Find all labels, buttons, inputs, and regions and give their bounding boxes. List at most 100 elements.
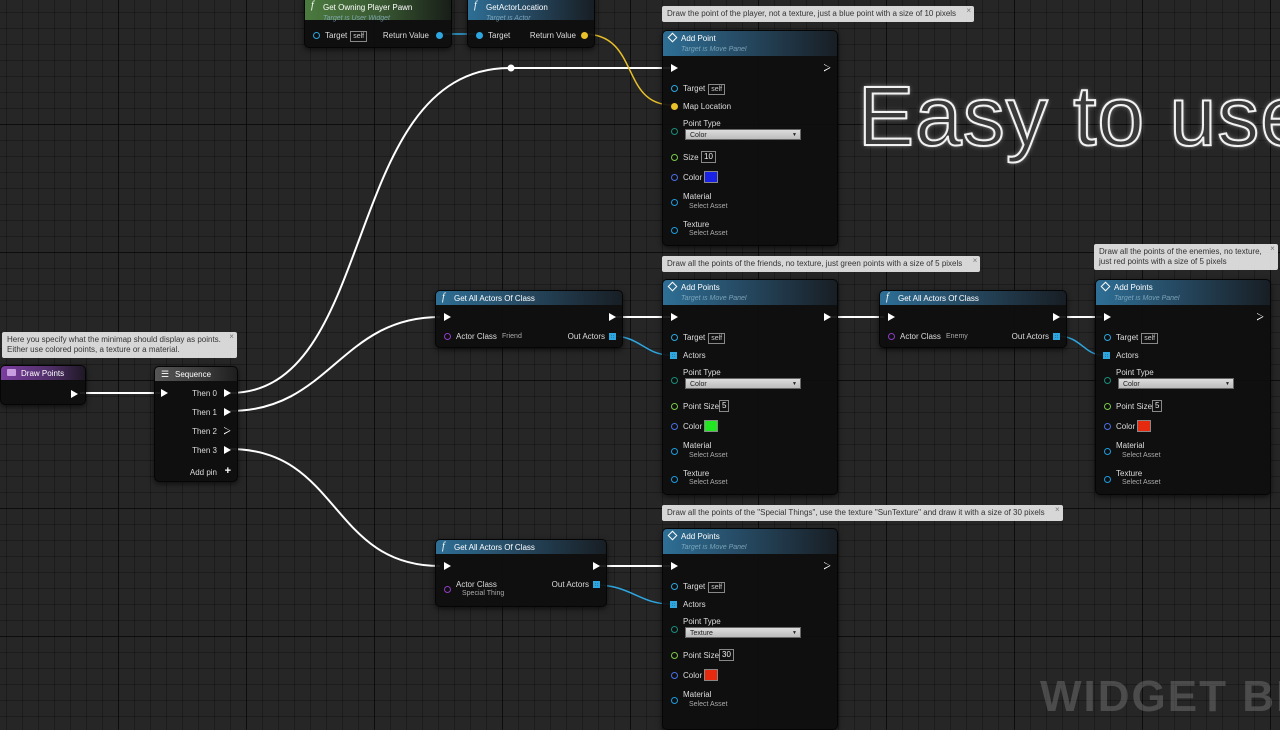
map-location-pin[interactable] (671, 103, 678, 110)
return-value-pin[interactable] (436, 32, 443, 39)
point-type-pin[interactable] (671, 128, 678, 135)
target-pin[interactable] (671, 85, 678, 92)
material-asset-picker[interactable]: Select Asset (1122, 452, 1161, 459)
target-pin[interactable] (671, 334, 678, 341)
texture-pin[interactable] (671, 227, 678, 234)
exec-out-pin[interactable] (609, 313, 616, 321)
comment-friends[interactable]: Draw all the points of the friends, no t… (662, 256, 981, 272)
then2-pin[interactable] (224, 427, 231, 435)
point-size-input[interactable]: 5 (1152, 400, 1163, 412)
get-all-actors-enemies-node[interactable]: f Get All Actors Of Class Actor Class En… (879, 290, 1067, 348)
material-pin[interactable] (671, 448, 678, 455)
color-pin[interactable] (671, 174, 678, 181)
color-swatch[interactable] (1137, 420, 1151, 432)
target-pin[interactable] (313, 32, 320, 39)
color-swatch[interactable] (704, 669, 718, 681)
point-size-input[interactable]: 30 (719, 649, 734, 661)
point-type-dropdown[interactable]: Color (685, 378, 801, 390)
exec-in-pin[interactable] (444, 313, 451, 321)
actors-array-pin[interactable] (670, 601, 677, 608)
point-size-pin[interactable] (1104, 403, 1111, 410)
comment-player[interactable]: Draw the point of the player, not a text… (662, 6, 975, 22)
exec-in-pin[interactable] (671, 64, 678, 72)
wire-special-actors (595, 584, 671, 605)
exec-in-pin[interactable] (671, 562, 678, 570)
exec-in-pin[interactable] (444, 562, 451, 570)
actor-class-picker[interactable]: Special Thing (462, 590, 505, 597)
exec-out-pin[interactable] (1257, 313, 1264, 321)
material-asset-picker[interactable]: Select Asset (689, 701, 728, 708)
point-type-pin[interactable] (671, 377, 678, 384)
actor-class-pin[interactable] (888, 333, 895, 340)
color-pin[interactable] (671, 672, 678, 679)
material-asset-picker[interactable]: Select Asset (689, 203, 728, 210)
exec-in-pin[interactable] (161, 389, 168, 397)
comment-special[interactable]: Draw all the points of the "Special Thin… (662, 505, 1063, 521)
get-actor-location-node[interactable]: f GetActorLocation Target is Actor Targe… (467, 0, 595, 48)
exec-in-pin[interactable] (671, 313, 678, 321)
then1-pin[interactable] (224, 408, 231, 416)
point-size-pin[interactable] (671, 403, 678, 410)
texture-pin[interactable] (671, 476, 678, 483)
point-type-dropdown[interactable]: Color (1118, 378, 1234, 390)
node-header: f Get All Actors Of Class (436, 291, 622, 305)
actors-array-pin[interactable] (670, 352, 677, 359)
return-value-pin[interactable] (581, 32, 588, 39)
add-pin-label[interactable]: Add pin (189, 468, 217, 477)
material-pin[interactable] (671, 697, 678, 704)
target-pin[interactable] (476, 32, 483, 39)
color-swatch[interactable] (704, 420, 718, 432)
sequence-node[interactable]: ☰ Sequence Then 0 Then 1 Then 2 Then 3 A… (154, 366, 238, 482)
texture-pin[interactable] (1104, 476, 1111, 483)
exec-in-pin[interactable] (1104, 313, 1111, 321)
exec-in-pin[interactable] (888, 313, 895, 321)
get-owning-player-pawn-node[interactable]: f Get Owning Player Pawn Target is User … (304, 0, 452, 48)
color-pin[interactable] (1104, 423, 1111, 430)
get-all-actors-friends-node[interactable]: f Get All Actors Of Class Actor Class Fr… (435, 290, 623, 348)
point-type-dropdown[interactable]: Color (685, 129, 801, 141)
size-input[interactable]: 10 (701, 151, 716, 163)
then3-pin[interactable] (224, 446, 231, 454)
add-pin-icon[interactable]: + (224, 465, 231, 477)
exec-out-pin[interactable] (1053, 313, 1060, 321)
array-pin[interactable] (609, 333, 616, 340)
color-swatch[interactable] (704, 171, 718, 183)
exec-out-pin[interactable] (71, 390, 78, 398)
texture-asset-picker[interactable]: Select Asset (689, 230, 728, 237)
exec-out-pin[interactable] (824, 64, 831, 72)
point-type-pin[interactable] (671, 626, 678, 633)
comment-enemies[interactable]: Draw all the points of the enemies, no t… (1094, 244, 1278, 270)
texture-asset-picker[interactable]: Select Asset (689, 479, 728, 486)
exec-out-pin[interactable] (593, 562, 600, 570)
actors-array-pin[interactable] (1103, 352, 1110, 359)
point-type-pin[interactable] (1104, 377, 1111, 384)
color-pin[interactable] (671, 423, 678, 430)
material-pin[interactable] (1104, 448, 1111, 455)
target-pin[interactable] (671, 583, 678, 590)
target-pin[interactable] (1104, 334, 1111, 341)
comment-minimap[interactable]: Here you specify what the minimap should… (2, 332, 237, 358)
texture-asset-picker[interactable]: Select Asset (1122, 479, 1161, 486)
material-pin[interactable] (671, 199, 678, 206)
exec-out-pin[interactable] (824, 562, 831, 570)
array-pin[interactable] (1053, 333, 1060, 340)
sequence-icon: ☰ (161, 369, 170, 379)
point-type-dropdown[interactable]: Texture (685, 627, 801, 639)
draw-points-node[interactable]: Draw Points (0, 365, 86, 405)
actor-class-picker[interactable]: Friend (502, 333, 522, 340)
array-pin[interactable] (593, 581, 600, 588)
exec-out-pin[interactable] (824, 313, 831, 321)
get-all-actors-special-node[interactable]: f Get All Actors Of Class Actor Class Sp… (435, 539, 607, 607)
point-size-pin[interactable] (671, 652, 678, 659)
material-asset-picker[interactable]: Select Asset (689, 452, 728, 459)
actor-class-pin[interactable] (444, 586, 451, 593)
actor-class-picker[interactable]: Enemy (946, 333, 968, 340)
actor-class-pin[interactable] (444, 333, 451, 340)
then0-pin[interactable] (224, 389, 231, 397)
size-pin[interactable] (671, 154, 678, 161)
point-size-input[interactable]: 5 (719, 400, 730, 412)
